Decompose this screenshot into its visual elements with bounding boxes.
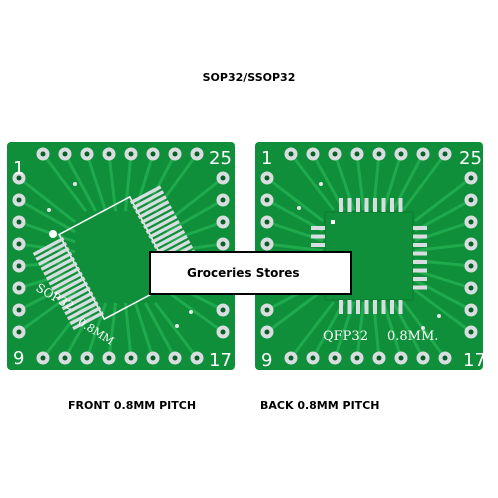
sop-pad xyxy=(64,296,96,316)
qfp-pad xyxy=(413,243,427,247)
store-label-box: Groceries Stores xyxy=(149,251,352,295)
sop-pad xyxy=(40,251,73,271)
sop-pad xyxy=(150,224,183,244)
back-caption: BACK 0.8MM PITCH xyxy=(260,399,380,412)
sop-pad xyxy=(69,306,102,326)
sop-pad xyxy=(143,210,175,230)
qfp-pad xyxy=(339,300,343,314)
qfp-pad xyxy=(413,251,427,256)
back-pin9-label: 9 xyxy=(261,350,272,371)
sop-pad xyxy=(43,256,75,276)
qfp-pad xyxy=(339,198,343,212)
qfp-pad xyxy=(413,285,427,290)
qfp-pad xyxy=(364,198,369,212)
back-pin25-label: 25 xyxy=(459,148,482,169)
front-caption: FRONT 0.8MM PITCH xyxy=(68,399,197,412)
qfp-pad xyxy=(364,300,369,314)
sop-pad xyxy=(145,215,178,234)
sop-pad xyxy=(72,311,104,331)
sop-pad xyxy=(35,241,68,261)
sop-pad xyxy=(51,271,83,291)
back-pin1-label: 1 xyxy=(261,148,272,169)
qfp-pad xyxy=(398,300,403,314)
front-pcb-board: 1 25 9 17 SOP32 0.8MM xyxy=(5,140,237,372)
qfp-pad xyxy=(413,260,427,264)
qfp-pad xyxy=(373,300,377,314)
sop-pad xyxy=(59,286,91,306)
qfp-pad xyxy=(311,226,325,230)
sop-pad xyxy=(48,266,81,286)
sop-pad xyxy=(140,205,173,225)
qfp-pad xyxy=(413,234,427,239)
qfp-pad xyxy=(373,198,377,212)
sop-pad xyxy=(45,261,78,281)
sop-pad xyxy=(135,195,167,215)
sop-pad xyxy=(38,246,70,266)
sop-pad xyxy=(137,200,170,220)
sop-pad xyxy=(132,190,165,210)
product-title: SOP32/SSOP32 xyxy=(202,71,296,84)
sop-pad xyxy=(153,229,186,249)
sop-pad xyxy=(61,291,94,311)
qfp-pad xyxy=(413,268,427,273)
sop-pad xyxy=(66,301,99,321)
qfp-pad xyxy=(311,243,325,247)
qfp-pad xyxy=(311,234,325,239)
front-pcb-graphic: 1 25 9 17 SOP32 0.8MM xyxy=(7,142,235,371)
front-pin25-label: 25 xyxy=(209,148,232,169)
qfp-pad xyxy=(347,198,352,212)
store-label-text: Groceries Stores xyxy=(187,266,300,280)
qfp-pad xyxy=(390,198,394,212)
sop-pad xyxy=(156,234,188,254)
sop-pad xyxy=(32,236,65,256)
back-pitch-label: 0.8MM. xyxy=(387,329,438,344)
qfp-pad xyxy=(356,198,360,212)
qfp-pad xyxy=(413,277,427,281)
qfp-pad xyxy=(413,226,427,230)
back-package-label: QFP32 xyxy=(323,329,368,344)
qfp-pad xyxy=(347,300,352,314)
back-pin17-label: 17 xyxy=(463,350,485,371)
qfp-pad xyxy=(381,198,386,212)
qfp-pad xyxy=(381,300,386,314)
front-pin9-label: 9 xyxy=(13,348,24,369)
qfp-pad xyxy=(390,300,394,314)
front-pin17-label: 17 xyxy=(209,350,232,371)
sop-pad xyxy=(53,276,86,296)
sop-pad xyxy=(56,281,89,301)
sop-pad xyxy=(148,219,180,239)
qfp-pad xyxy=(398,198,403,212)
sop-pad xyxy=(129,185,162,205)
front-pin1-label: 1 xyxy=(13,158,24,179)
qfp-pad xyxy=(356,300,360,314)
